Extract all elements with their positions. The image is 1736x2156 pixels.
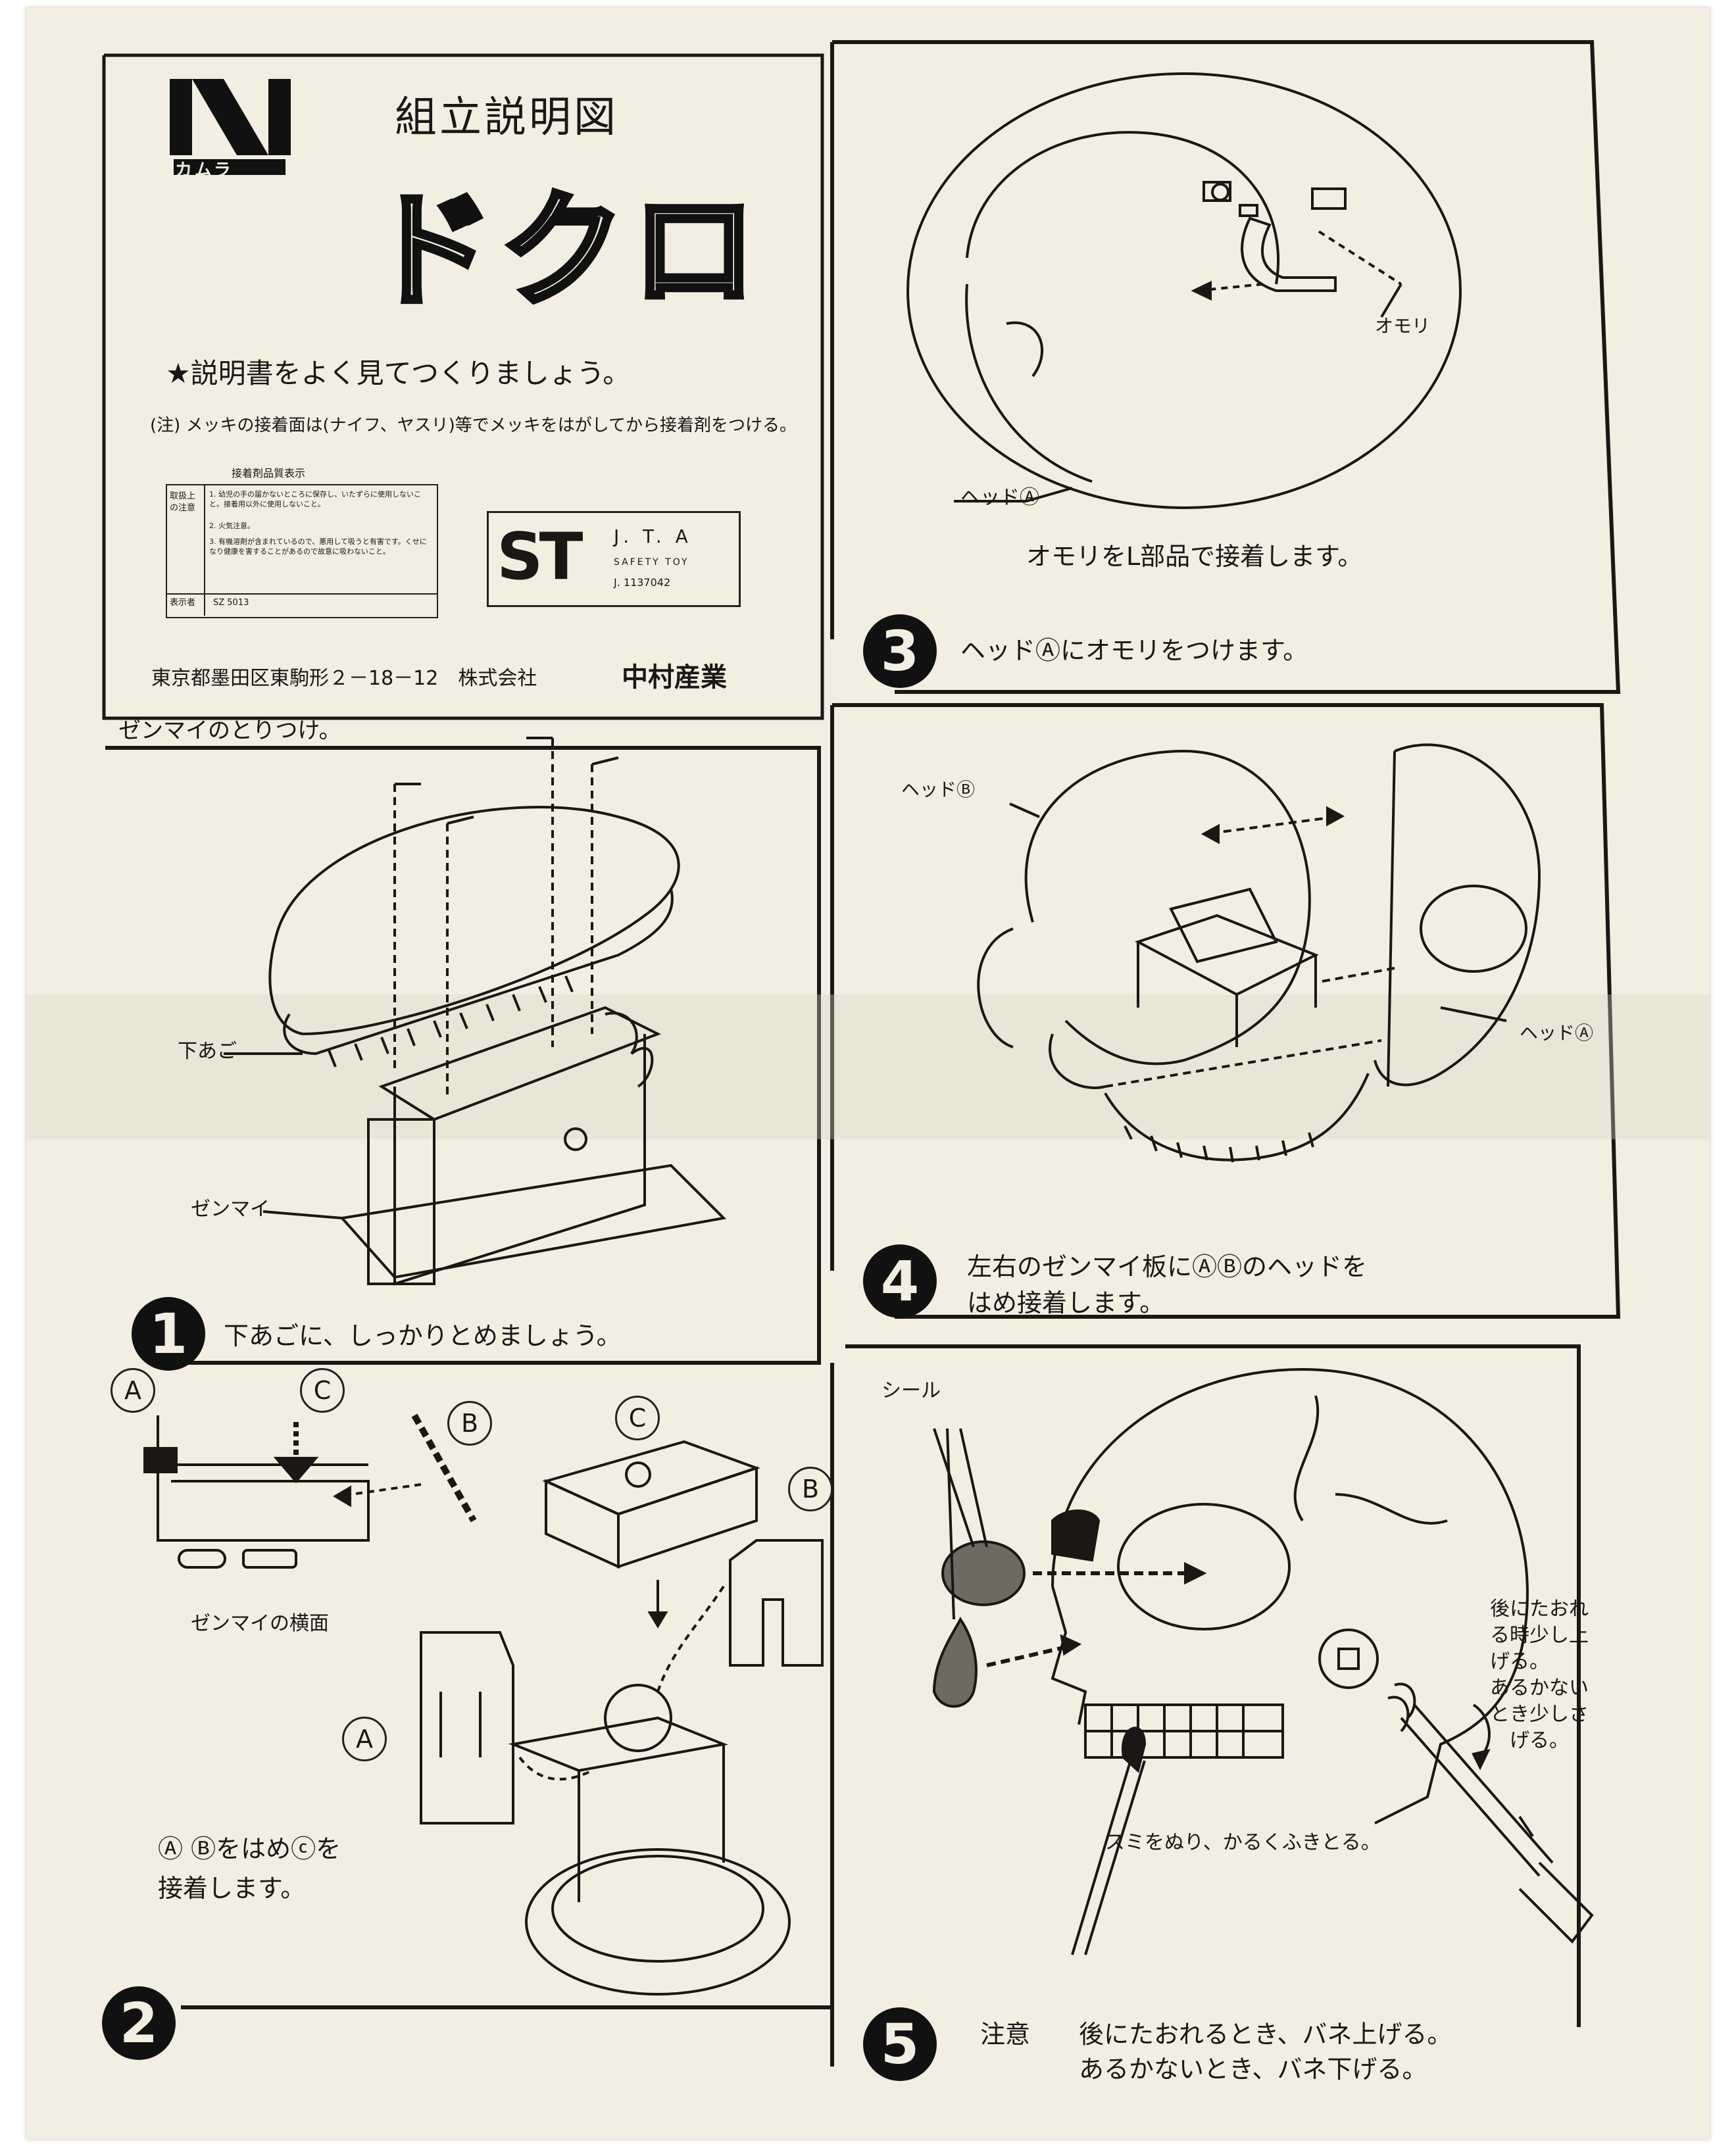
- brand-name: ナカムラ: [155, 160, 234, 180]
- spring-parts-illustration: [143, 1413, 824, 1996]
- caution-label: 取扱上の注意: [170, 491, 196, 513]
- step-2-number: 2: [102, 1986, 176, 2060]
- step2-callout-c-part: C: [615, 1396, 660, 1440]
- step2-callout-b-part: B: [788, 1467, 833, 1511]
- product-name: ドクロ: [366, 178, 764, 324]
- step3-instruction: ヘッドⒶにオモリをつけます。: [960, 636, 1308, 665]
- step5-side-note-1: 後にたおれ: [1490, 1598, 1589, 1621]
- step1-label-lower-jaw: 下あご: [178, 1040, 237, 1063]
- step2-callout-c: C: [300, 1368, 345, 1413]
- jta-label: J. T. A: [614, 526, 692, 547]
- head-assembly-illustration: [977, 743, 1541, 1163]
- step5-side-note-2: る時少し上: [1490, 1624, 1589, 1647]
- step5-brush-note: スミをぬり、かるくふきとる。: [1105, 1831, 1381, 1854]
- step5-side-note-3: げる。: [1490, 1650, 1549, 1673]
- plating-note: (注) メッキの接着面は(ナイフ、ヤスリ)等でメッキをはがしてから接着剤をつける…: [150, 416, 797, 435]
- labeler-code: SZ 5013: [213, 598, 249, 608]
- doc-title: 組立説明図: [395, 93, 618, 142]
- step2-instruction-line-2: 接着します。: [158, 1874, 306, 1903]
- panel-frame-lines: [26, 40, 1710, 2067]
- st-logo: ST: [497, 520, 583, 595]
- step5-side-note-4: あるかない: [1490, 1677, 1589, 1700]
- safety-toy-badge: ST J. T. A SAFETY TOY J. 1137042: [487, 511, 741, 607]
- step3-label-weight: オモリ: [1375, 315, 1431, 337]
- safety-toy-code: J. 1137042: [614, 576, 671, 589]
- step5-caution-label: 注意: [980, 2020, 1031, 2049]
- step3-caption: オモリをL部品で接着します。: [1026, 542, 1363, 571]
- company-address: 東京都墨田区東駒形２－18－12 株式会社: [151, 667, 537, 690]
- company-name: 中村産業: [622, 662, 727, 693]
- step5-caution-line-2: あるかないとき、バネ下げる。: [1079, 2055, 1427, 2084]
- step5-caution-line-1: 後にたおれるとき、バネ上げる。: [1079, 2020, 1452, 2049]
- quality-table-title: 接着剤品質表示: [232, 467, 306, 479]
- step-1-number: 1: [132, 1297, 205, 1371]
- step4-label-head-a: ヘッドⒶ: [1520, 1022, 1594, 1044]
- step2-label-spring-side: ゼンマイの横面: [191, 1612, 329, 1635]
- spring-jaw-illustration: [224, 737, 727, 1286]
- skull-finishing-illustration: [932, 1367, 1594, 1955]
- quality-item-1: 1. 幼児の手の届かないところに保存し、いたずらに使用しないこと。接着用以外に使…: [209, 490, 421, 508]
- quality-item-3: 3. 有機溶剤が含まれているので、悪用して吸うと有害です。くせになり健康を害する…: [209, 537, 427, 556]
- step-5-number: 5: [863, 2007, 937, 2081]
- step4-instruction-line-1: 左右のゼンマイ板にⒶⒷのヘッドを: [967, 1252, 1368, 1281]
- step-3-number: 3: [863, 614, 937, 688]
- step1-heading: ゼンマイのとりつけ。: [118, 718, 341, 744]
- step1-label-spring: ゼンマイ: [191, 1198, 270, 1221]
- step5-label-sticker: シール: [881, 1379, 941, 1402]
- step5-side-note-5: とき少しさ: [1490, 1703, 1589, 1726]
- step4-label-head-b: ヘッドⒷ: [901, 779, 976, 800]
- step3-label-head-a: ヘッドⒶ: [960, 486, 1039, 509]
- adhesive-quality-table: 接着剤品質表示 取扱上の注意 1. 幼児の手の届かないところに保存し、いたずらに…: [166, 468, 449, 620]
- safety-toy-label: SAFETY TOY: [614, 557, 689, 568]
- intro-text: ★説明書をよく見てつくりましょう。: [166, 357, 631, 389]
- labeler-label: 表示者: [170, 598, 196, 608]
- step2-callout-a-part: A: [342, 1717, 387, 1761]
- step1-instruction: 下あごに、しっかりとめましょう。: [224, 1321, 622, 1350]
- step2-instruction-line-1: Ⓐ Ⓑをはめⓒを: [158, 1834, 341, 1863]
- step2-callout-a: A: [111, 1368, 155, 1413]
- head-a-weight-illustration: [906, 72, 1462, 509]
- quality-item-2: 2. 火気注意。: [209, 522, 255, 530]
- step-4-number: 4: [863, 1244, 937, 1318]
- step4-instruction-line-2: はめ接着します。: [967, 1288, 1165, 1317]
- instruction-sheet: ナカムラ 組立説明図 ドクロ ★説明書をよく見てつくりましょう。 (注) メッキ…: [26, 8, 1710, 2139]
- step2-callout-b: B: [447, 1401, 492, 1446]
- step5-side-note-6: げる。: [1510, 1729, 1569, 1752]
